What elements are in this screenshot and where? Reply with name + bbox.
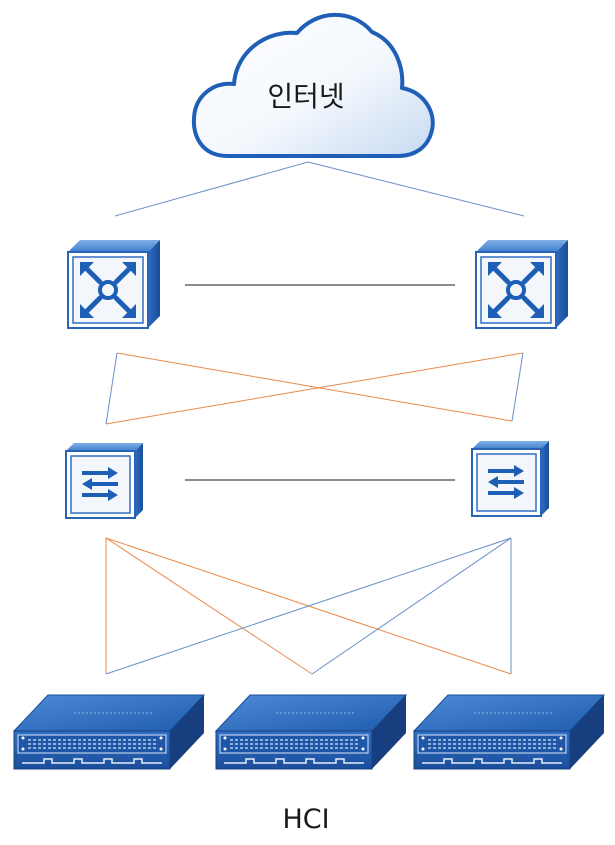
link-access-right-server-2 <box>311 537 512 675</box>
switch-bidirectional-arrows-icon <box>82 467 118 501</box>
access-switch-left <box>65 443 143 519</box>
cloud-label: 인터넷 <box>267 80 344 113</box>
links <box>105 161 525 675</box>
link-access-left-server-2 <box>105 537 313 675</box>
link-core-left-access-left <box>105 352 118 425</box>
hci-server-1 <box>12 694 206 770</box>
link-core-right-access-right <box>511 352 524 422</box>
hci-server-3 <box>412 694 606 770</box>
internet-cloud: 인터넷 <box>191 12 435 158</box>
link-core-left-access-right <box>116 352 513 422</box>
rack-server-icon <box>12 694 206 770</box>
router-cross-arrows-icon <box>488 262 544 318</box>
hci-server-2 <box>214 694 408 770</box>
core-switch-left <box>67 240 160 329</box>
cloud-icon <box>191 12 435 158</box>
core-switch-right <box>475 240 568 329</box>
link-core-right-access-left <box>105 352 524 425</box>
rack-server-icon <box>412 694 606 770</box>
router-cross-arrows-icon <box>80 262 136 318</box>
rack-server-icon <box>214 694 408 770</box>
cluster-label: HCI <box>282 804 329 835</box>
link-internet-core-left <box>114 161 309 217</box>
link-access-right-server-1 <box>105 537 512 675</box>
switch-bidirectional-arrows-icon <box>488 465 524 499</box>
link-internet-core-right <box>307 161 525 217</box>
access-switch-right <box>471 441 549 517</box>
